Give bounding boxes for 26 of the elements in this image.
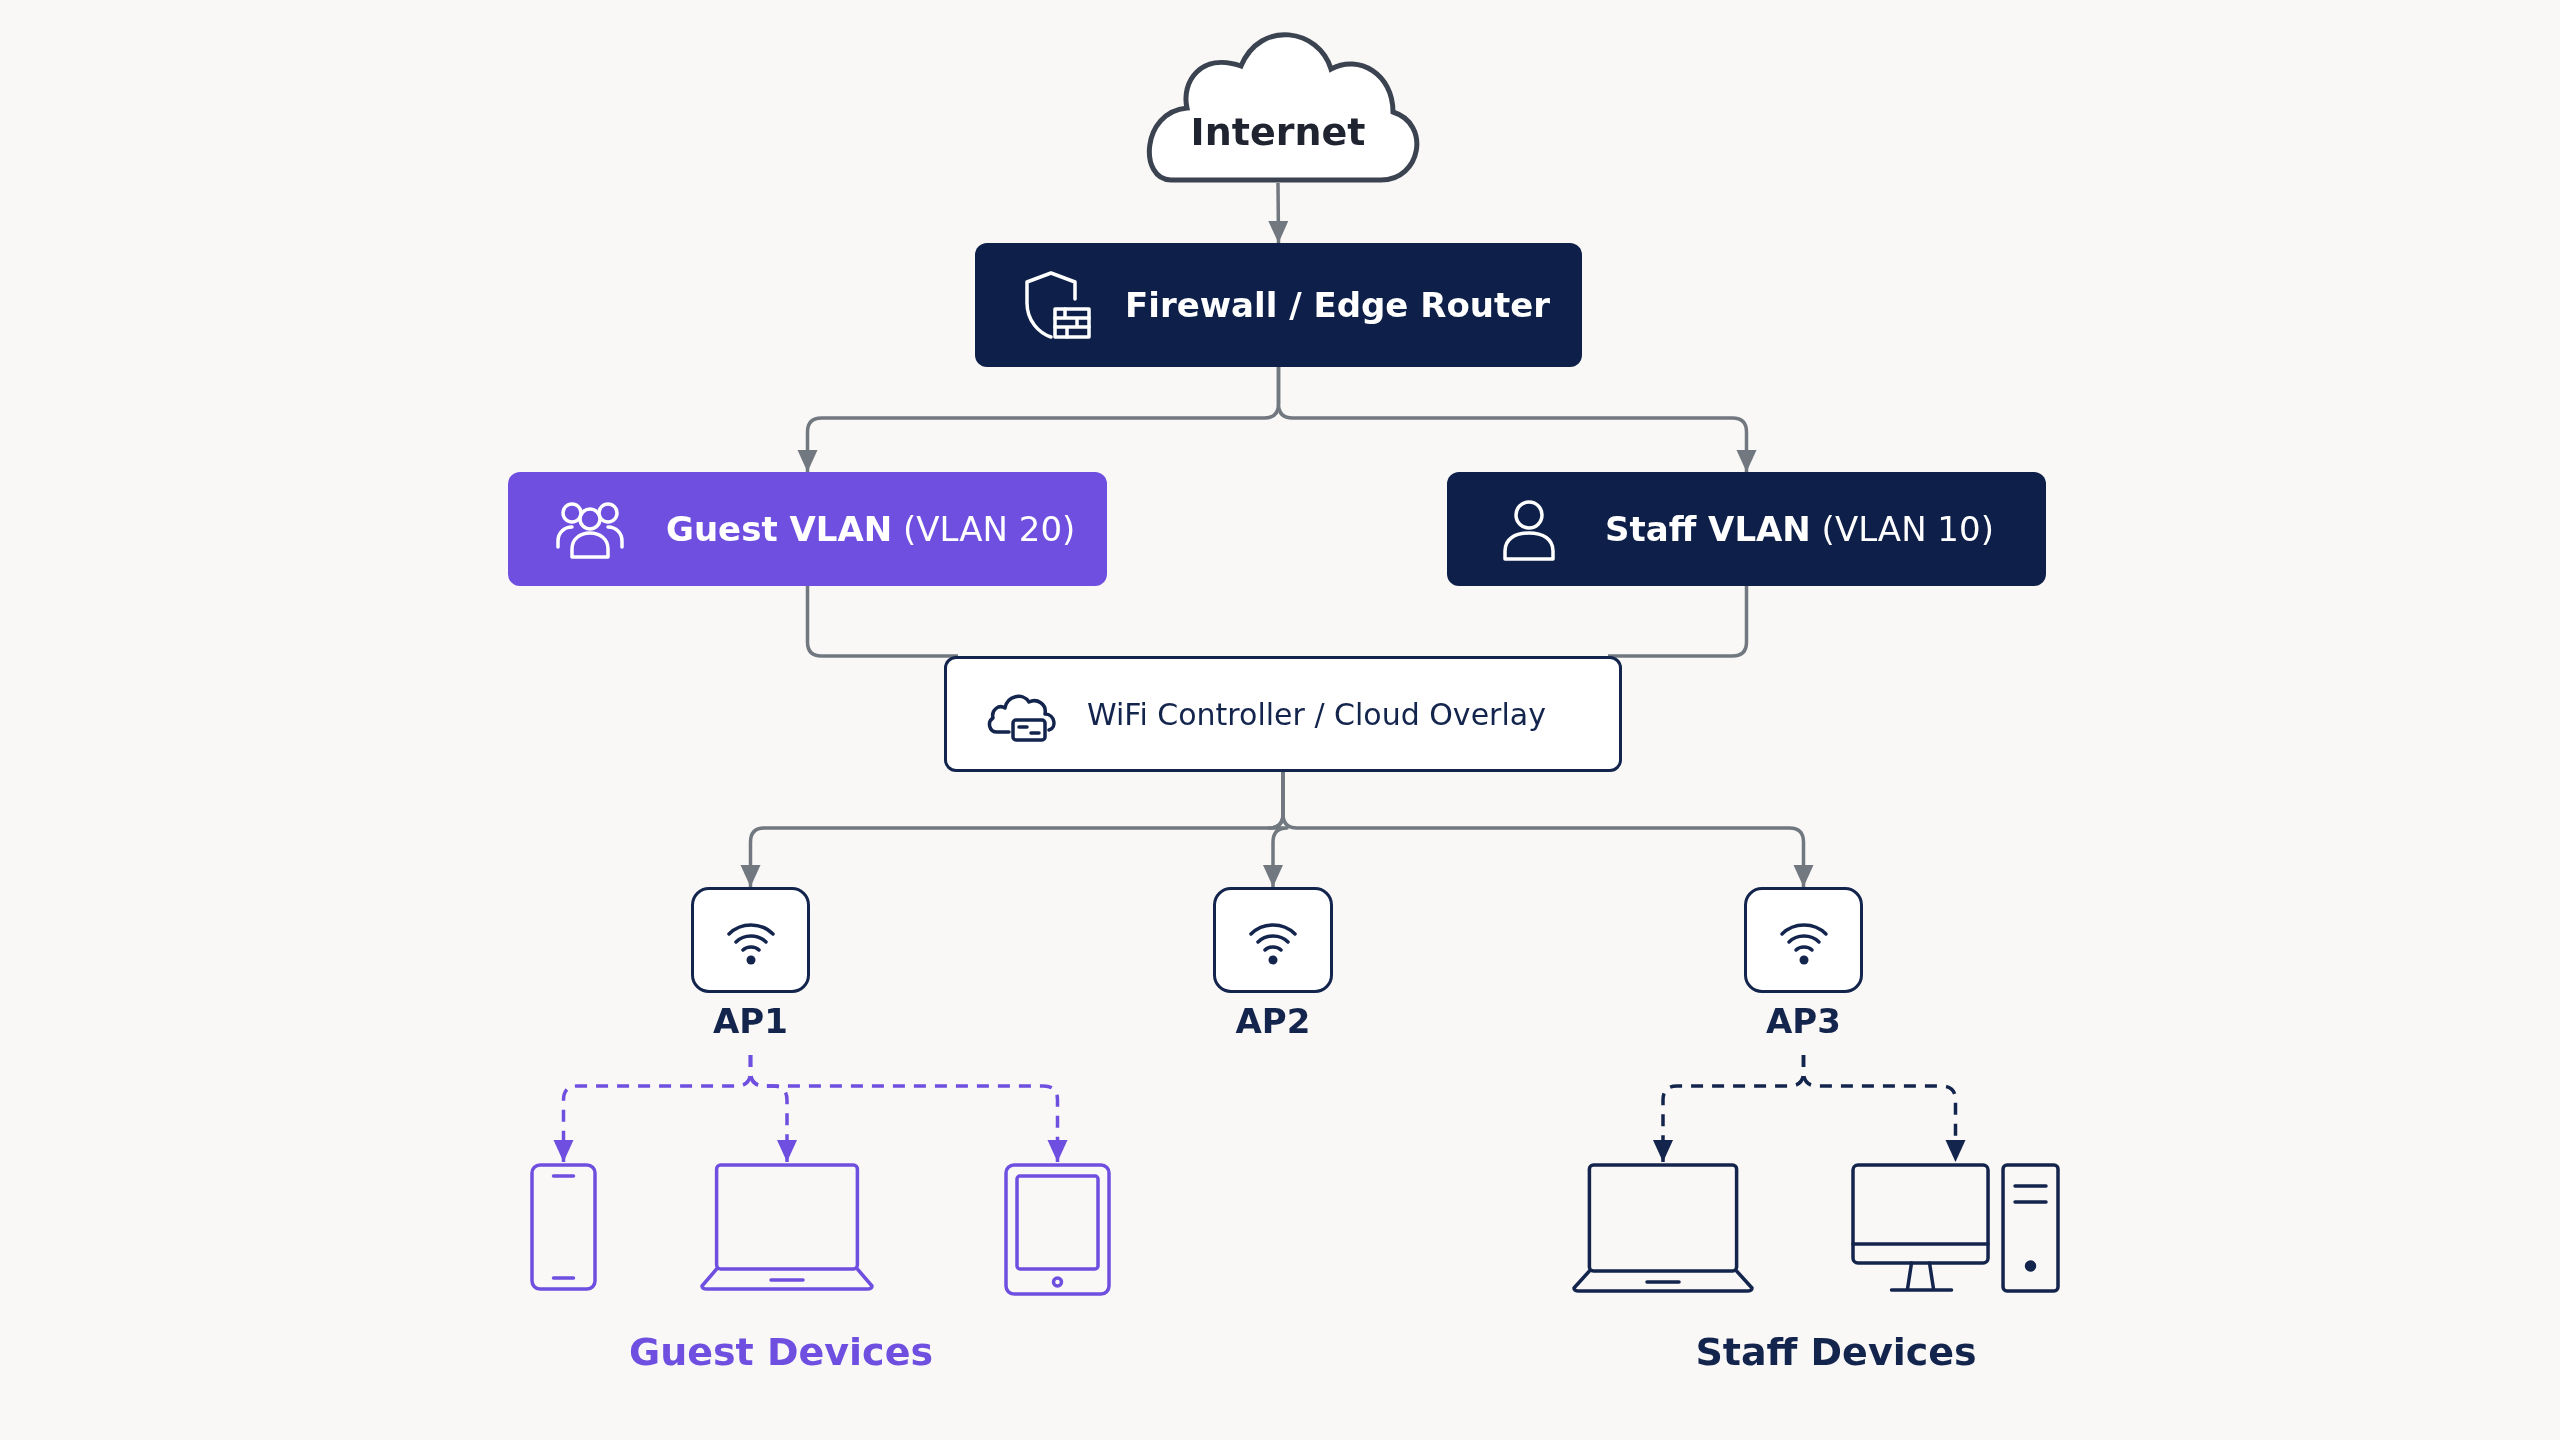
node-label: AP2 bbox=[1234, 1001, 1312, 1041]
process-box bbox=[975, 243, 1582, 367]
node-label: Firewall / Edge Router bbox=[1125, 285, 1551, 325]
node-label: Staff VLAN (VLAN 10) bbox=[1605, 509, 1994, 549]
process-box bbox=[1447, 472, 2046, 586]
node-label: AP1 bbox=[712, 1001, 789, 1041]
process-box bbox=[944, 656, 1622, 772]
group-label: Staff Devices bbox=[1695, 1330, 1977, 1374]
group-label: Guest Devices bbox=[628, 1330, 934, 1374]
desktop-computer-icon bbox=[1850, 1162, 2061, 1294]
arrow bbox=[1281, 772, 1814, 887]
node-label: Guest VLAN (VLAN 20) bbox=[666, 509, 1076, 549]
phone-icon bbox=[529, 1162, 598, 1292]
laptop-icon bbox=[699, 1162, 875, 1292]
node-label: WiFi Controller / Cloud Overlay bbox=[1087, 696, 1546, 732]
node-label: AP3 bbox=[1765, 1001, 1842, 1041]
node-label: Internet bbox=[1189, 110, 1367, 154]
laptop-icon bbox=[1571, 1162, 1755, 1294]
connector-line bbox=[1608, 586, 1749, 658]
tablet-icon bbox=[1003, 1162, 1112, 1297]
arrow bbox=[1276, 367, 1757, 472]
arrow bbox=[1801, 1055, 1966, 1162]
process-box bbox=[508, 472, 1107, 586]
arrow bbox=[1268, 183, 1289, 243]
connector-line bbox=[805, 586, 958, 658]
arrow bbox=[748, 1055, 1068, 1162]
